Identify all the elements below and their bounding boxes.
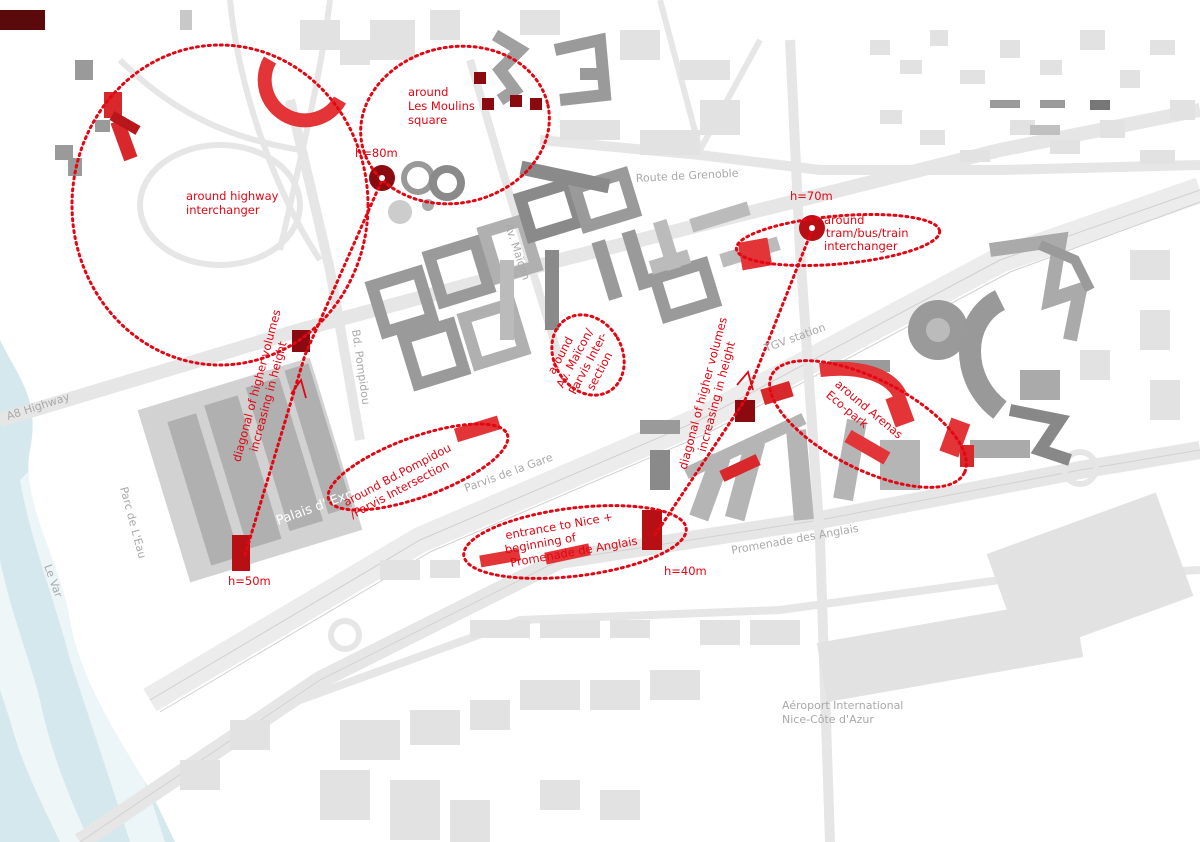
zone-moulins-label-3: square xyxy=(408,113,447,127)
river-le-var xyxy=(0,340,175,842)
zone-moulins-label: around xyxy=(408,85,448,99)
arrow-east xyxy=(736,370,754,391)
zone-highway-label-2: interchanger xyxy=(186,203,260,217)
buildings-light xyxy=(180,10,1195,842)
height-label-40: h=40m xyxy=(664,564,707,578)
height-label-70: h=70m xyxy=(790,189,833,203)
diagonal-east-line xyxy=(653,228,814,537)
zone-tram-label-3: interchanger xyxy=(824,239,898,253)
zone-highway-label: around highway xyxy=(186,189,279,203)
zone-maicon-ellipse xyxy=(550,313,626,397)
zone-highway-ellipse xyxy=(70,43,370,367)
height-markers xyxy=(379,175,815,231)
zone-pompidou-ellipse xyxy=(326,422,510,512)
zone-ellipses xyxy=(70,43,968,580)
height-label-50: h=50m xyxy=(228,574,271,588)
zone-tram-label: around xyxy=(824,213,864,227)
diagonal-arrows xyxy=(290,370,754,399)
zone-moulins-label-2: Les Moulins xyxy=(408,99,475,113)
arrow-west xyxy=(290,377,307,399)
height-diagonals xyxy=(243,178,814,557)
label-airport-line1: Aéroport International xyxy=(782,699,903,712)
label-route-de-grenoble: Route de Grenoble xyxy=(635,167,739,185)
zone-moulins-ellipse xyxy=(359,44,551,206)
diagonal-west-line xyxy=(243,178,384,557)
height-label-80: h=80m xyxy=(355,146,398,160)
zone-tram-ellipse xyxy=(734,212,942,268)
buildings-northwest xyxy=(0,10,1110,176)
buildings-project-grey xyxy=(137,29,1095,583)
zone-tram-label-2: tram/bus/train xyxy=(826,226,909,240)
zone-arenas-ellipse xyxy=(768,359,968,489)
zone-entrance-ellipse xyxy=(462,504,688,580)
label-airport-line2: Nice-Côte d'Azur xyxy=(782,713,874,726)
proposed-high-volumes xyxy=(104,56,974,571)
label-parc-de-leau: Parc de L'Eau xyxy=(117,485,149,560)
